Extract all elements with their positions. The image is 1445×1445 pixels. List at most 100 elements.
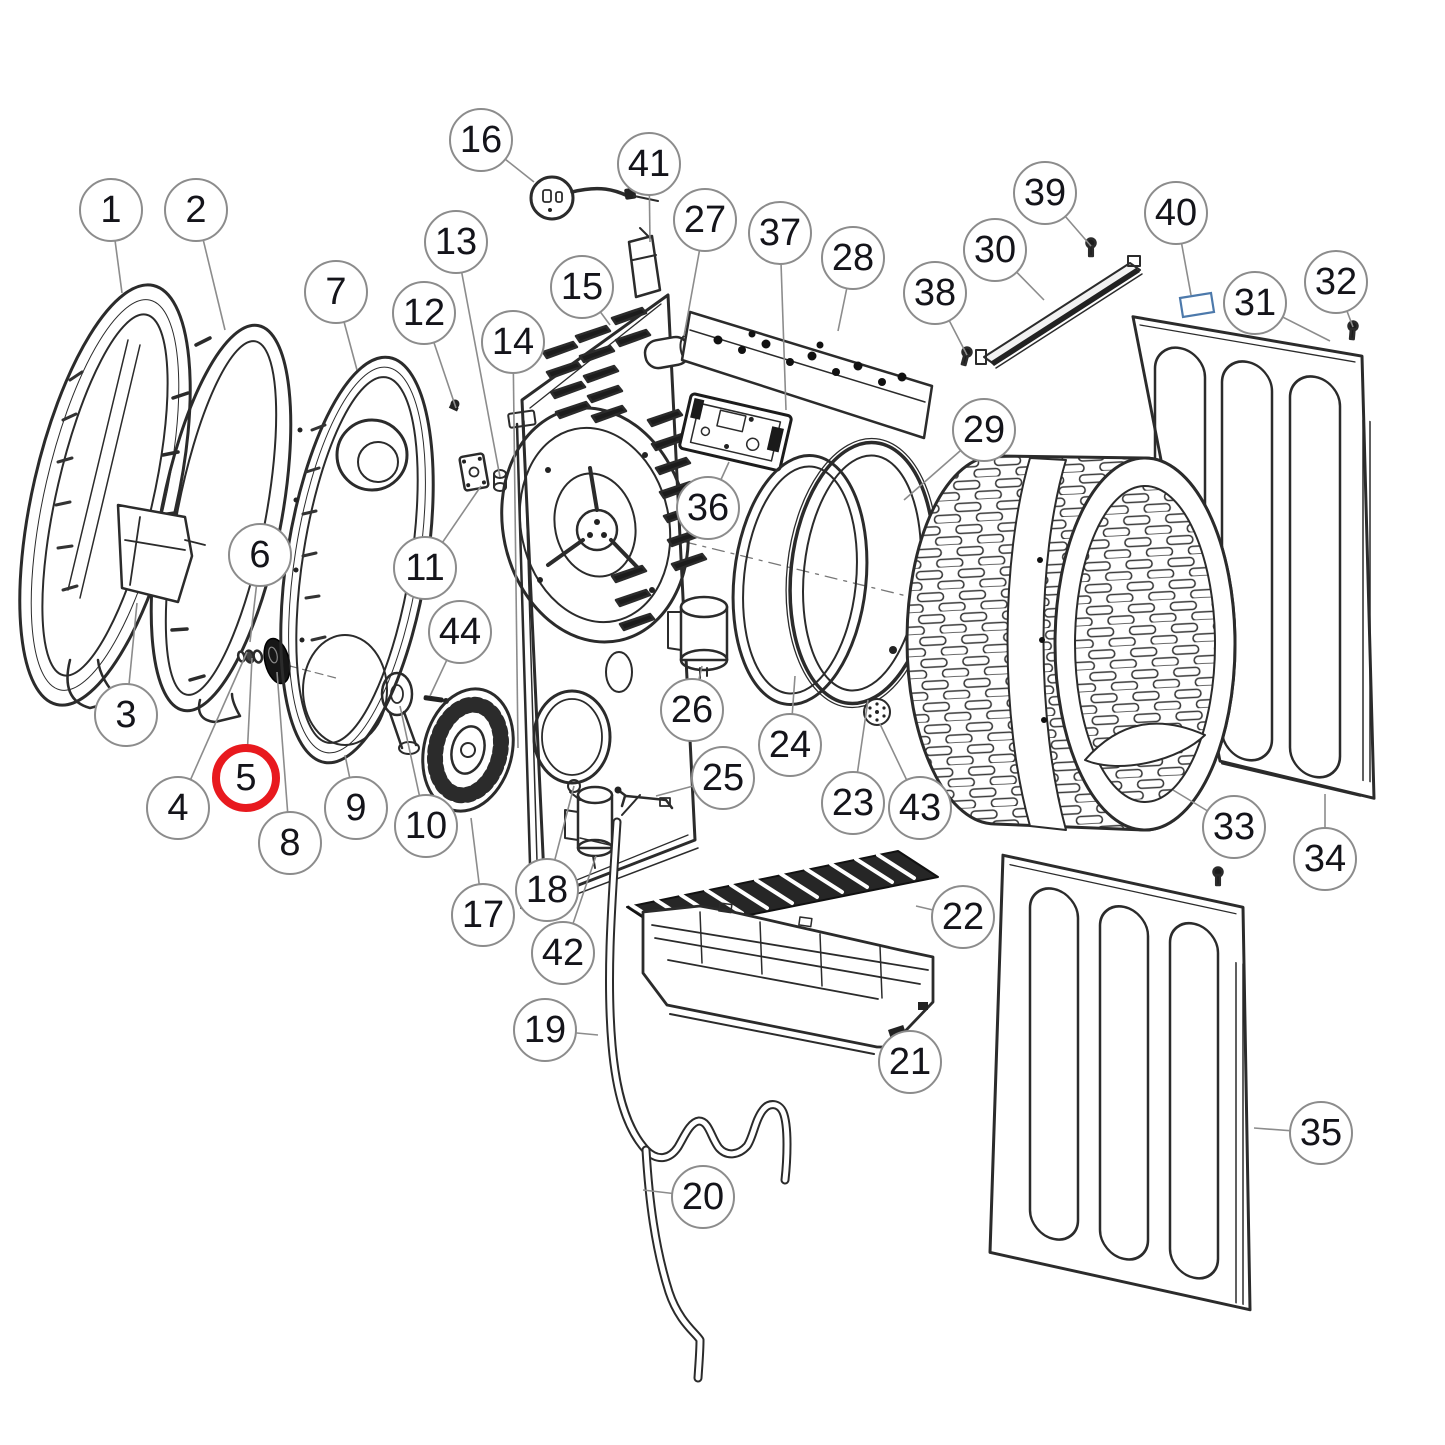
callout-20-circle[interactable] <box>671 1165 735 1229</box>
callout-35[interactable]: 35 <box>1253 1101 1353 1165</box>
callout-26[interactable]: 26 <box>660 665 724 742</box>
callout-38[interactable]: 38 <box>903 261 968 356</box>
callout-16-circle[interactable] <box>449 108 513 172</box>
callout-17-circle[interactable] <box>451 883 515 947</box>
callout-11[interactable]: 11 <box>393 485 482 600</box>
callout-43[interactable]: 43 <box>879 723 952 840</box>
callout-1[interactable]: 1 <box>79 178 143 294</box>
callout-42-circle[interactable] <box>531 921 595 985</box>
callout-8[interactable]: 8 <box>258 671 322 875</box>
callout-15[interactable]: 15 <box>550 255 614 326</box>
callout-4[interactable]: 4 <box>146 651 248 840</box>
callout-36[interactable]: 36 <box>676 461 740 540</box>
callout-30-circle[interactable] <box>963 218 1027 282</box>
callout-14[interactable]: 14 <box>481 310 545 749</box>
callout-40[interactable]: 40 <box>1144 181 1208 296</box>
callout-19[interactable]: 19 <box>513 998 599 1062</box>
callout-16[interactable]: 16 <box>449 108 535 183</box>
part-standoff <box>493 469 507 492</box>
callout-6[interactable]: 6 <box>228 523 292 643</box>
callout-21-circle[interactable] <box>878 1030 942 1094</box>
callout-44-circle[interactable] <box>428 600 492 664</box>
callout-28-circle[interactable] <box>821 226 885 290</box>
callout-6-circle[interactable] <box>228 523 292 587</box>
callout-29[interactable]: 29 <box>903 398 1016 501</box>
callout-35-circle[interactable] <box>1289 1101 1353 1165</box>
callout-32[interactable]: 32 <box>1304 250 1368 328</box>
callout-12[interactable]: 12 <box>392 281 457 409</box>
part-door-seal-front <box>731 453 869 707</box>
callout-33-circle[interactable] <box>1202 795 1266 859</box>
callout-3[interactable]: 3 <box>94 602 158 747</box>
callout-4-circle[interactable] <box>146 776 210 840</box>
callout-24-circle[interactable] <box>758 713 822 777</box>
callout-28[interactable]: 28 <box>821 226 885 332</box>
callout-33[interactable]: 33 <box>1172 789 1266 859</box>
callout-26-circle[interactable] <box>660 678 724 742</box>
callout-33-number: 33 <box>1213 806 1255 848</box>
callout-39[interactable]: 39 <box>1013 161 1092 247</box>
callout-15-circle[interactable] <box>550 255 614 319</box>
callout-31-circle[interactable] <box>1223 271 1287 335</box>
callout-1-circle[interactable] <box>79 178 143 242</box>
callout-37[interactable]: 37 <box>748 201 812 411</box>
part-cord-bracket <box>627 227 662 299</box>
callout-38-circle[interactable] <box>903 261 967 325</box>
callout-27-circle[interactable] <box>673 188 737 252</box>
callout-7[interactable]: 7 <box>304 260 368 371</box>
callout-20[interactable]: 20 <box>642 1165 735 1229</box>
callout-14-circle[interactable] <box>481 310 545 374</box>
part-front-panel-outer <box>18 283 192 710</box>
callout-9[interactable]: 9 <box>324 754 388 840</box>
callout-42[interactable]: 42 <box>531 855 597 985</box>
callout-43-number: 43 <box>899 787 941 829</box>
callout-2-number: 2 <box>185 189 206 231</box>
callout-27-number: 27 <box>684 199 726 241</box>
callout-18[interactable]: 18 <box>515 785 579 922</box>
callout-13-circle[interactable] <box>424 210 488 274</box>
callout-18-circle[interactable] <box>515 858 579 922</box>
callout-25[interactable]: 25 <box>655 746 755 810</box>
callout-19-circle[interactable] <box>513 998 577 1062</box>
callout-30[interactable]: 30 <box>963 218 1045 301</box>
part-control-bracket <box>680 310 934 440</box>
callout-35-number: 35 <box>1300 1112 1342 1154</box>
callout-24[interactable]: 24 <box>758 675 822 777</box>
callout-12-circle[interactable] <box>392 281 456 345</box>
callout-5[interactable]: 5 <box>212 657 280 812</box>
callout-34[interactable]: 34 <box>1293 794 1357 891</box>
callout-34-circle[interactable] <box>1293 827 1357 891</box>
callout-37-circle[interactable] <box>748 201 812 265</box>
callout-44[interactable]: 44 <box>428 600 492 697</box>
part-power-cord <box>529 175 659 221</box>
callout-7-circle[interactable] <box>304 260 368 324</box>
callout-10[interactable]: 10 <box>394 705 458 858</box>
callout-3-circle[interactable] <box>94 683 158 747</box>
callout-36-circle[interactable] <box>676 476 740 540</box>
callout-29-circle[interactable] <box>952 398 1016 462</box>
callout-23[interactable]: 23 <box>821 699 885 835</box>
callout-31[interactable]: 31 <box>1223 271 1331 342</box>
callout-25-circle[interactable] <box>691 746 755 810</box>
callout-8-circle[interactable] <box>258 811 322 875</box>
callout-17[interactable]: 17 <box>451 817 515 947</box>
callout-22-circle[interactable] <box>931 885 995 949</box>
callout-19-number: 19 <box>524 1009 566 1051</box>
callout-23-circle[interactable] <box>821 771 885 835</box>
callout-32-circle[interactable] <box>1304 250 1368 314</box>
callout-43-circle[interactable] <box>888 776 952 840</box>
callout-22[interactable]: 22 <box>915 885 995 949</box>
callout-41-circle[interactable] <box>617 132 681 196</box>
callout-2-circle[interactable] <box>164 178 228 242</box>
callout-41[interactable]: 41 <box>617 132 681 243</box>
callout-2[interactable]: 2 <box>164 178 228 331</box>
callout-11-circle[interactable] <box>393 536 457 600</box>
callout-21[interactable]: 21 <box>878 1030 942 1094</box>
callout-39-circle[interactable] <box>1013 161 1077 225</box>
callout-13[interactable]: 13 <box>424 210 501 478</box>
callout-40-circle[interactable] <box>1144 181 1208 245</box>
screw-39 <box>1085 237 1097 258</box>
callout-27[interactable]: 27 <box>673 188 737 337</box>
callout-10-circle[interactable] <box>394 794 458 858</box>
callout-9-circle[interactable] <box>324 776 388 840</box>
